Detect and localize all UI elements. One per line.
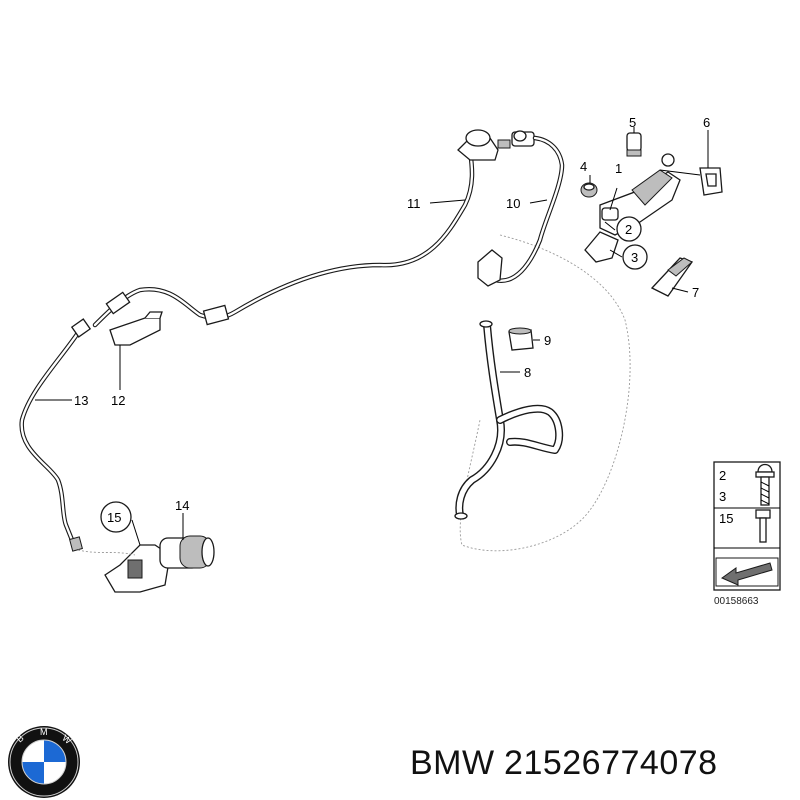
pipe-13 xyxy=(19,318,92,552)
bmw-logo: B M W xyxy=(8,726,80,798)
clip-6 xyxy=(699,167,723,196)
legend-row-3: 3 xyxy=(719,489,726,504)
master-cylinder-1 xyxy=(584,153,701,263)
bracket-12 xyxy=(109,311,163,346)
callout-2-circle: 2 xyxy=(616,216,642,242)
hose-junction xyxy=(457,129,535,161)
grommet-4 xyxy=(580,182,598,198)
fastener-legend: 2 3 15 00158663 xyxy=(713,461,781,607)
pipe-10 xyxy=(477,135,565,287)
callout-15: 15 xyxy=(107,510,121,525)
reservoir-outline xyxy=(459,234,631,552)
callout-3: 3 xyxy=(631,250,638,265)
callout-12: 12 xyxy=(111,393,125,408)
callout-15-circle: 15 xyxy=(100,501,132,533)
logo-letter-b: B xyxy=(15,733,26,745)
pin-5 xyxy=(626,132,642,157)
logo-letter-m: M xyxy=(40,727,48,737)
callout-6: 6 xyxy=(703,115,710,130)
callout-13: 13 xyxy=(74,393,88,408)
part-caption: BMW 21526774078 xyxy=(410,738,790,788)
pipe-main xyxy=(92,147,475,328)
leader-lines xyxy=(35,127,709,546)
drawing-id: 00158663 xyxy=(714,596,759,607)
orientation-arrow-icon xyxy=(715,557,779,587)
legend-row-15: 15 xyxy=(719,511,733,526)
slave-cylinder-14 xyxy=(104,535,215,593)
callout-14: 14 xyxy=(175,498,189,513)
bracket-7 xyxy=(650,257,694,297)
caption-part-number: 21526774078 xyxy=(504,744,718,782)
callout-3-circle: 3 xyxy=(622,244,648,270)
callout-11: 11 xyxy=(407,196,421,211)
callout-8: 8 xyxy=(524,365,531,380)
legend-row-2: 2 xyxy=(719,468,726,483)
callout-7: 7 xyxy=(692,285,699,300)
callout-10: 10 xyxy=(506,196,520,211)
callout-4: 4 xyxy=(580,159,587,174)
hose-8 xyxy=(454,320,564,520)
callout-9: 9 xyxy=(544,333,551,348)
callout-2: 2 xyxy=(625,222,632,237)
caption-brand: BMW xyxy=(410,744,495,782)
slave-dashed xyxy=(77,549,136,556)
callout-1: 1 xyxy=(615,161,622,176)
cap-9 xyxy=(508,327,534,351)
callout-5: 5 xyxy=(629,115,636,130)
